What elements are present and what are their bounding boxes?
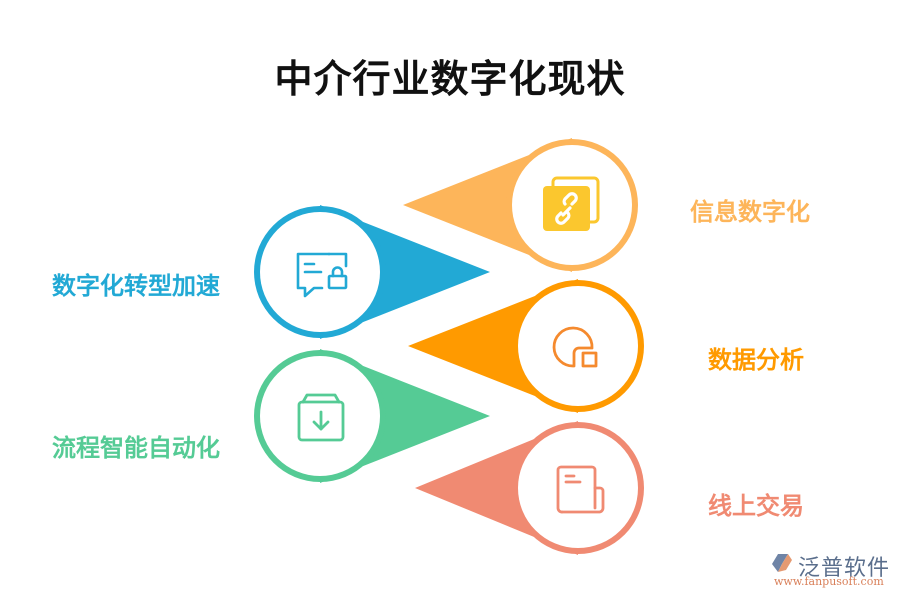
link-documents-icon (543, 176, 600, 231)
item-digital-transformation (254, 205, 490, 339)
item-data-analysis (408, 279, 644, 413)
label-digital-transformation: 数字化转型加速 (52, 272, 220, 300)
brand-logo-icon (772, 554, 792, 572)
item-process-automation (254, 349, 490, 483)
brand-url: www.fanpusoft.com (774, 575, 884, 588)
label-process-automation: 流程智能自动化 (52, 434, 220, 462)
item-info-digitization (403, 138, 638, 272)
download-box-icon (297, 393, 345, 442)
page-title: 中介行业数字化现状 (274, 57, 626, 101)
brand-logo: 泛普软件 www.fanpusoft.com (768, 550, 898, 590)
brand-name: 泛普软件 (798, 556, 891, 581)
label-online-transaction: 线上交易 (708, 492, 804, 520)
item-online-transaction (415, 421, 644, 555)
document-icon (556, 465, 605, 514)
label-info-digitization: 信息数字化 (690, 198, 810, 226)
pie-chart-icon (552, 326, 598, 368)
label-data-analysis: 数据分析 (708, 346, 804, 374)
chat-lock-icon (296, 252, 348, 298)
